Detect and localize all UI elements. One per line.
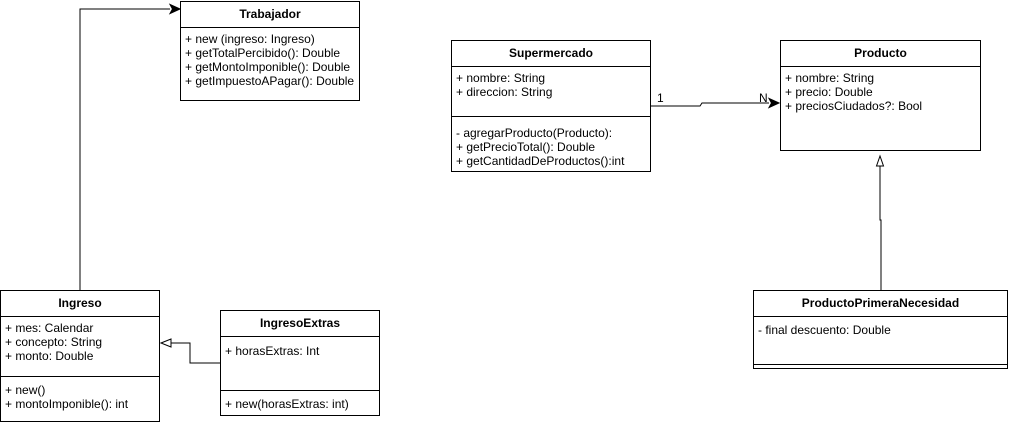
attribute-item: + nombre: String [456, 71, 546, 85]
attribute-item: + concepto: String [5, 335, 103, 349]
method-item: + getImpuestoAPagar(): Double [185, 74, 355, 88]
attribute-item: + horasExtras: Int [225, 344, 320, 358]
methods-compartment: + new (ingreso: Ingreso) + getTotalPerci… [181, 28, 359, 100]
method-item: + getMontoImponible(): Double [185, 60, 351, 74]
generalization-arrowhead-ingreso [159, 338, 172, 348]
attributes-compartment: + mes: Calendar + concepto: String + mon… [1, 317, 159, 376]
attribute-item: + nombre: String [785, 71, 875, 85]
attributes-compartment: + nombre: String + precio: Double + prec… [781, 67, 980, 150]
supermercado-producto-association-edge [651, 102, 769, 107]
class-name: IngresoExtras [221, 311, 379, 337]
attributes-compartment: + horasExtras: Int [221, 337, 379, 390]
methods-compartment [754, 364, 1007, 368]
attribute-item: + precio: Double [785, 85, 873, 99]
class-ingreso-extras[interactable]: IngresoExtras + horasExtras: Int + new(h… [220, 310, 380, 416]
method-item: + getTotalPercibido(): Double [185, 46, 341, 60]
ingreso-to-trabajador-arrowhead [168, 3, 182, 15]
class-name: Trabajador [181, 2, 359, 28]
method-item: + getCantidadDeProductos():int [456, 154, 625, 168]
attributes-compartment: + nombre: String + direccion: String [452, 67, 650, 116]
attribute-item: + monto: Double [5, 349, 94, 363]
association-arrowhead [767, 97, 781, 109]
multiplicity-source-label: 1 [657, 91, 664, 105]
class-trabajador[interactable]: Trabajador + new (ingreso: Ingreso) + ge… [180, 1, 360, 101]
attribute-item: + direccion: String [456, 85, 553, 99]
class-name: Supermercado [452, 41, 650, 67]
attribute-item: + preciosCiudados?: Bool [785, 99, 923, 113]
attribute-item: + mes: Calendar [5, 321, 94, 335]
class-name: Producto [781, 41, 980, 67]
method-item: - agregarProducto(Producto): [456, 126, 613, 140]
class-producto[interactable]: Producto + nombre: String + precio: Doub… [780, 40, 981, 151]
ingresoextras-to-ingreso-edge [171, 342, 220, 364]
method-item: + new(horasExtras: int) [225, 397, 349, 411]
method-item: + new() [5, 383, 46, 397]
methods-compartment: - agregarProducto(Producto): + getPrecio… [452, 116, 650, 171]
method-item: + getPrecioTotal(): Double [456, 140, 596, 154]
method-item: + new (ingreso: Ingreso) [185, 32, 315, 46]
class-supermercado[interactable]: Supermercado + nombre: String + direccio… [451, 40, 651, 172]
productoprimeranecesidad-to-producto-edge [879, 166, 882, 290]
ingreso-to-trabajador-edge [79, 8, 170, 290]
class-name: Ingreso [1, 291, 159, 317]
class-ingreso[interactable]: Ingreso + mes: Calendar + concepto: Stri… [0, 290, 160, 422]
generalization-arrowhead-producto [875, 154, 885, 167]
class-name: ProductoPrimeraNecesidad [754, 291, 1007, 317]
methods-compartment: + new() + montoImponible(): int [1, 376, 159, 421]
multiplicity-target-label: N [759, 91, 768, 105]
attribute-item: - final descuento: Double [758, 323, 891, 337]
class-producto-primera-necesidad[interactable]: ProductoPrimeraNecesidad - final descuen… [753, 290, 1008, 369]
method-item: + montoImponible(): int [5, 397, 129, 411]
methods-compartment: + new(horasExtras: int) [221, 390, 379, 415]
attributes-compartment: - final descuento: Double [754, 317, 1007, 364]
